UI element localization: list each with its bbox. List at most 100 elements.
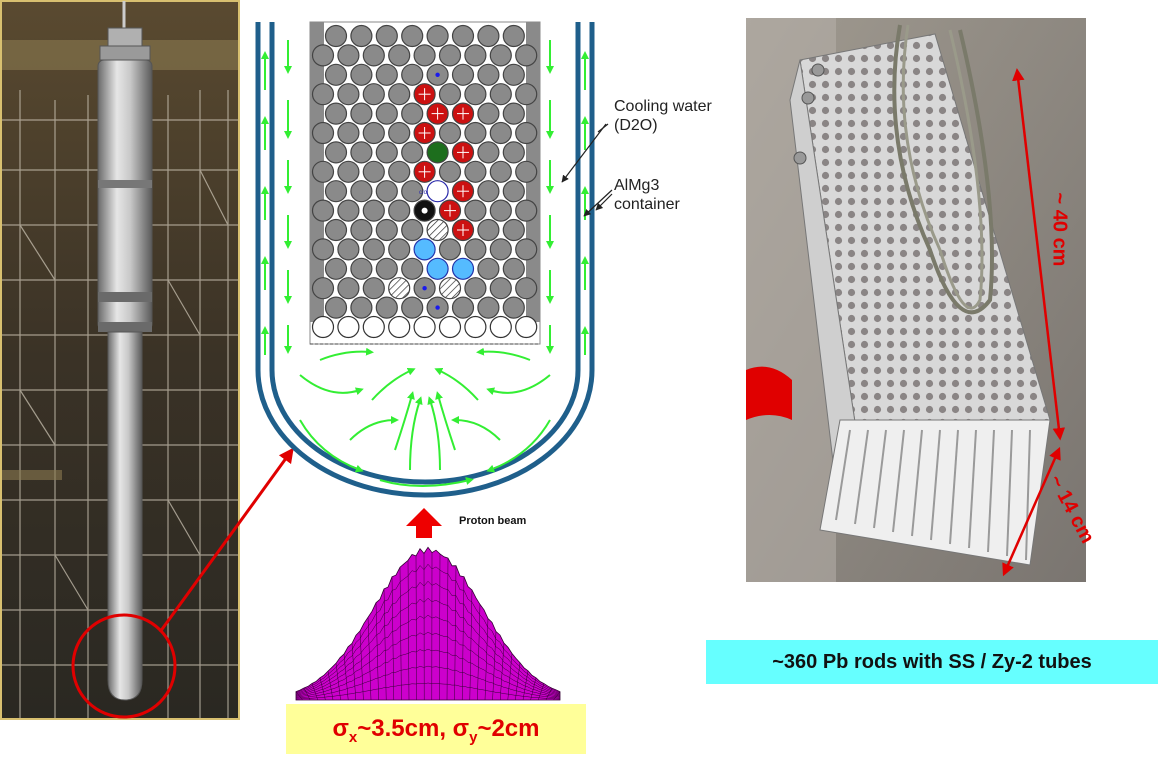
zoom-arrow (158, 447, 294, 633)
cooling-water-text: Cooling water (614, 98, 712, 115)
rod (438, 160, 462, 183)
rod (362, 160, 385, 183)
rod (451, 296, 475, 319)
beam-sigma-caption: σx~3.5cm, σy~2cm (286, 704, 586, 754)
rod (324, 296, 348, 319)
rod (311, 277, 335, 300)
rod (502, 63, 525, 86)
flow-arrow (409, 396, 423, 471)
sigma-x-symbol: σ (332, 715, 349, 742)
rod (375, 63, 398, 86)
rod (337, 315, 360, 339)
rod (502, 218, 525, 242)
proton-beam-label: Proton beam (459, 515, 527, 527)
beam-mesh-line (367, 617, 372, 701)
rod (388, 277, 411, 300)
flow-arrow (435, 391, 456, 451)
rod (350, 257, 373, 280)
rod-bundle: c/o (311, 24, 538, 339)
rod (375, 24, 398, 48)
rod (375, 296, 398, 319)
rod (324, 180, 348, 203)
rod (515, 238, 538, 261)
rod-marker-text: c/o (419, 190, 428, 196)
rod (464, 44, 487, 67)
rod (502, 180, 525, 203)
sigma-y-symbol: σ (452, 715, 470, 742)
beam-mesh-line (295, 563, 561, 693)
beam-mesh-line (295, 580, 561, 694)
rod (477, 141, 500, 164)
rod-tip-highlight (71, 613, 177, 719)
flow-arrow (349, 416, 399, 441)
beam-mesh-line (343, 654, 349, 701)
container-subtext: container (614, 196, 680, 213)
rod (413, 315, 436, 339)
beam-mesh-line (295, 614, 561, 696)
rod (311, 121, 335, 145)
rod (489, 44, 512, 67)
rod-marker-dot (435, 305, 440, 310)
rod (515, 83, 538, 106)
rod (464, 277, 487, 300)
rod (388, 44, 411, 67)
beam-mesh-line (507, 653, 513, 701)
flow-arrow (299, 419, 364, 473)
rod (324, 24, 348, 48)
target-rod-photo (0, 0, 240, 720)
rod (388, 83, 411, 106)
rod (413, 238, 436, 261)
rod (375, 257, 398, 280)
rod (515, 121, 538, 145)
rod (426, 257, 449, 280)
rod (337, 83, 360, 106)
beam-mesh-line (295, 648, 561, 698)
beam-mesh-line (515, 662, 521, 701)
proton-beam-arrow (406, 508, 442, 538)
sigma-x-subscript: x (348, 728, 358, 746)
rod (515, 199, 538, 222)
rod (438, 83, 462, 106)
rod (350, 102, 373, 125)
cooling-water-label: Cooling water (D2O) (614, 97, 712, 135)
beam-mesh-line (522, 670, 529, 701)
container-label: AlMg3 container (614, 176, 680, 214)
flow-arrow (379, 477, 474, 487)
rod (489, 160, 512, 183)
rod-marker-dot (422, 286, 427, 291)
rod (477, 63, 500, 86)
flow-arrow (434, 368, 479, 401)
beam-mesh-line (407, 560, 410, 701)
rod (515, 277, 538, 300)
rod (337, 238, 360, 261)
rod (311, 199, 335, 222)
rod (324, 257, 348, 280)
beam-profile-plot (294, 546, 562, 706)
rod (375, 218, 398, 242)
rod (337, 44, 360, 67)
beam-mesh-line (399, 567, 402, 701)
rod (311, 238, 335, 261)
rod (464, 83, 487, 106)
rod (401, 257, 424, 280)
rod (388, 160, 411, 183)
rod (426, 141, 449, 164)
flow-arrow (427, 396, 441, 471)
rod (477, 102, 500, 125)
rod (362, 238, 385, 261)
beam-mesh-line (319, 677, 326, 701)
rod (477, 180, 500, 203)
rod (375, 141, 398, 164)
rod (388, 238, 411, 261)
rod (337, 160, 360, 183)
rod (413, 44, 436, 67)
rod (438, 238, 462, 261)
rod (489, 315, 512, 339)
rod (362, 277, 385, 300)
rod (324, 102, 348, 125)
rod (311, 83, 335, 106)
rod-marker-dot (421, 207, 428, 214)
rod (438, 44, 462, 67)
rod (362, 315, 385, 339)
